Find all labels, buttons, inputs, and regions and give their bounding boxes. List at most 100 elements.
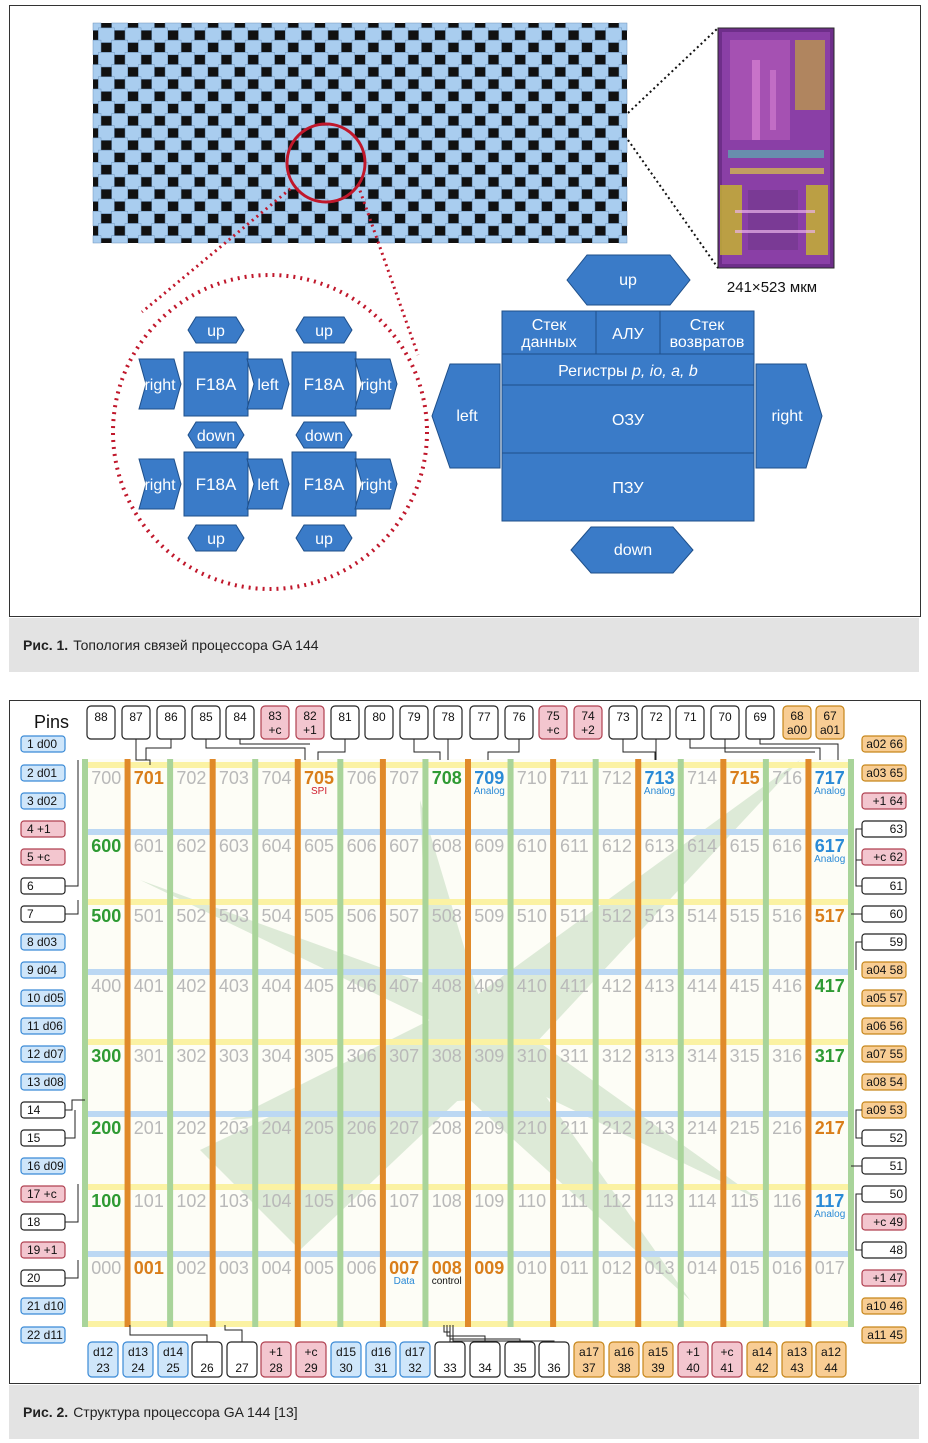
node-203: 203	[219, 1118, 249, 1138]
node-617: 617	[815, 836, 845, 856]
mesh-node	[618, 235, 628, 244]
zoom-circle-small	[285, 122, 367, 204]
mesh-node	[565, 137, 582, 153]
mesh-node	[391, 174, 409, 190]
top-pin-number: 80	[372, 710, 386, 724]
mesh-node	[258, 223, 275, 239]
left-pin	[20, 1241, 66, 1259]
block-down-arrow	[570, 526, 694, 574]
mesh-node	[378, 88, 395, 104]
node-010: 010	[517, 1258, 547, 1278]
mesh-node	[471, 174, 489, 190]
mesh-node	[111, 113, 128, 129]
right-pin	[861, 1045, 907, 1063]
zoom-right-1-label: right	[144, 377, 176, 394]
mesh-node	[164, 137, 182, 153]
node-002: 002	[176, 1258, 206, 1278]
mesh-node	[111, 137, 128, 153]
node-210: 210	[517, 1118, 547, 1138]
f18a-node-label: F18A	[304, 375, 345, 394]
die-pointer-top	[627, 27, 719, 114]
chip-background	[82, 759, 854, 1327]
mesh-node	[231, 198, 249, 214]
left-pin	[20, 1157, 66, 1175]
node-703: 703	[219, 768, 249, 788]
node-101: 101	[134, 1191, 164, 1211]
mesh-node	[191, 88, 209, 104]
zoom-left-2-arrow	[246, 458, 290, 510]
node-711: 711	[560, 768, 589, 788]
node-310: 310	[517, 1046, 547, 1066]
mesh-node	[525, 27, 542, 43]
mesh-node	[218, 64, 235, 80]
mesh-node	[204, 52, 222, 68]
mesh-node	[431, 162, 449, 178]
node-602: 602	[176, 836, 206, 856]
node-708: 708	[432, 768, 462, 788]
f18a-node-label: F18A	[304, 475, 345, 494]
left-pin	[20, 820, 66, 838]
mesh-node	[551, 76, 569, 92]
mesh-node	[511, 22, 529, 31]
node-016: 016	[772, 1258, 802, 1278]
mesh-node	[244, 137, 262, 153]
right-pin-label: +c 62	[873, 850, 903, 864]
mesh-node	[111, 39, 128, 56]
pin-trace	[855, 828, 862, 861]
mesh-node	[284, 198, 302, 214]
node-502: 502	[176, 906, 206, 926]
mesh-node	[244, 186, 262, 202]
mesh-node	[538, 162, 556, 178]
bottom-pin-function: +1	[686, 1345, 700, 1359]
top-pin-number: 75	[546, 709, 560, 723]
mesh-node	[325, 88, 342, 104]
mesh-node	[378, 235, 395, 244]
top-pin	[469, 705, 499, 740]
left-pin-label: 14	[27, 1103, 41, 1117]
node-102: 102	[176, 1191, 206, 1211]
mesh-node	[511, 235, 529, 244]
top-pin-function: +c	[268, 723, 281, 737]
node-307: 307	[389, 1046, 419, 1066]
mesh-node	[445, 100, 462, 117]
node-117-sublabel: Analog	[814, 1209, 845, 1220]
mesh-node	[565, 64, 582, 80]
node-117: 117	[815, 1191, 844, 1211]
mesh-node	[498, 125, 516, 141]
figure-1-caption-label: Рис. 1.	[23, 637, 69, 653]
bottom-pin	[399, 1341, 431, 1378]
mesh-node	[258, 125, 275, 141]
mesh-node	[92, 113, 102, 129]
mesh-node	[365, 174, 382, 190]
block-registers-prefix: Регистры	[558, 363, 632, 380]
mesh-node	[578, 125, 596, 141]
bottom-pin-number: 38	[617, 1361, 631, 1375]
mesh-node	[204, 76, 222, 92]
node-206: 206	[347, 1118, 377, 1138]
node-517: 517	[815, 906, 845, 926]
node-612: 612	[602, 836, 632, 856]
pins-title: Pins	[34, 712, 69, 732]
mesh-node	[431, 186, 449, 202]
mesh-node	[405, 22, 422, 31]
left-pin-label: 12 d07	[27, 1047, 64, 1061]
block-rom	[501, 452, 755, 522]
left-pin	[20, 735, 66, 753]
mesh-node	[618, 22, 628, 31]
mesh-node	[618, 210, 628, 227]
mesh-node	[325, 39, 342, 56]
bottom-pin	[677, 1341, 709, 1378]
mesh-node	[592, 235, 609, 244]
node-600: 600	[91, 836, 121, 856]
mesh-node	[204, 223, 222, 239]
bottom-pin-number: 40	[686, 1361, 700, 1375]
die-photo	[717, 27, 835, 269]
mesh-node	[471, 27, 489, 43]
top-pin-number: 70	[718, 710, 732, 724]
bottom-pin	[122, 1341, 154, 1378]
column-bus	[209, 759, 216, 1327]
node-511: 511	[560, 906, 589, 926]
mesh-node	[391, 149, 409, 166]
node-700: 700	[91, 768, 121, 788]
